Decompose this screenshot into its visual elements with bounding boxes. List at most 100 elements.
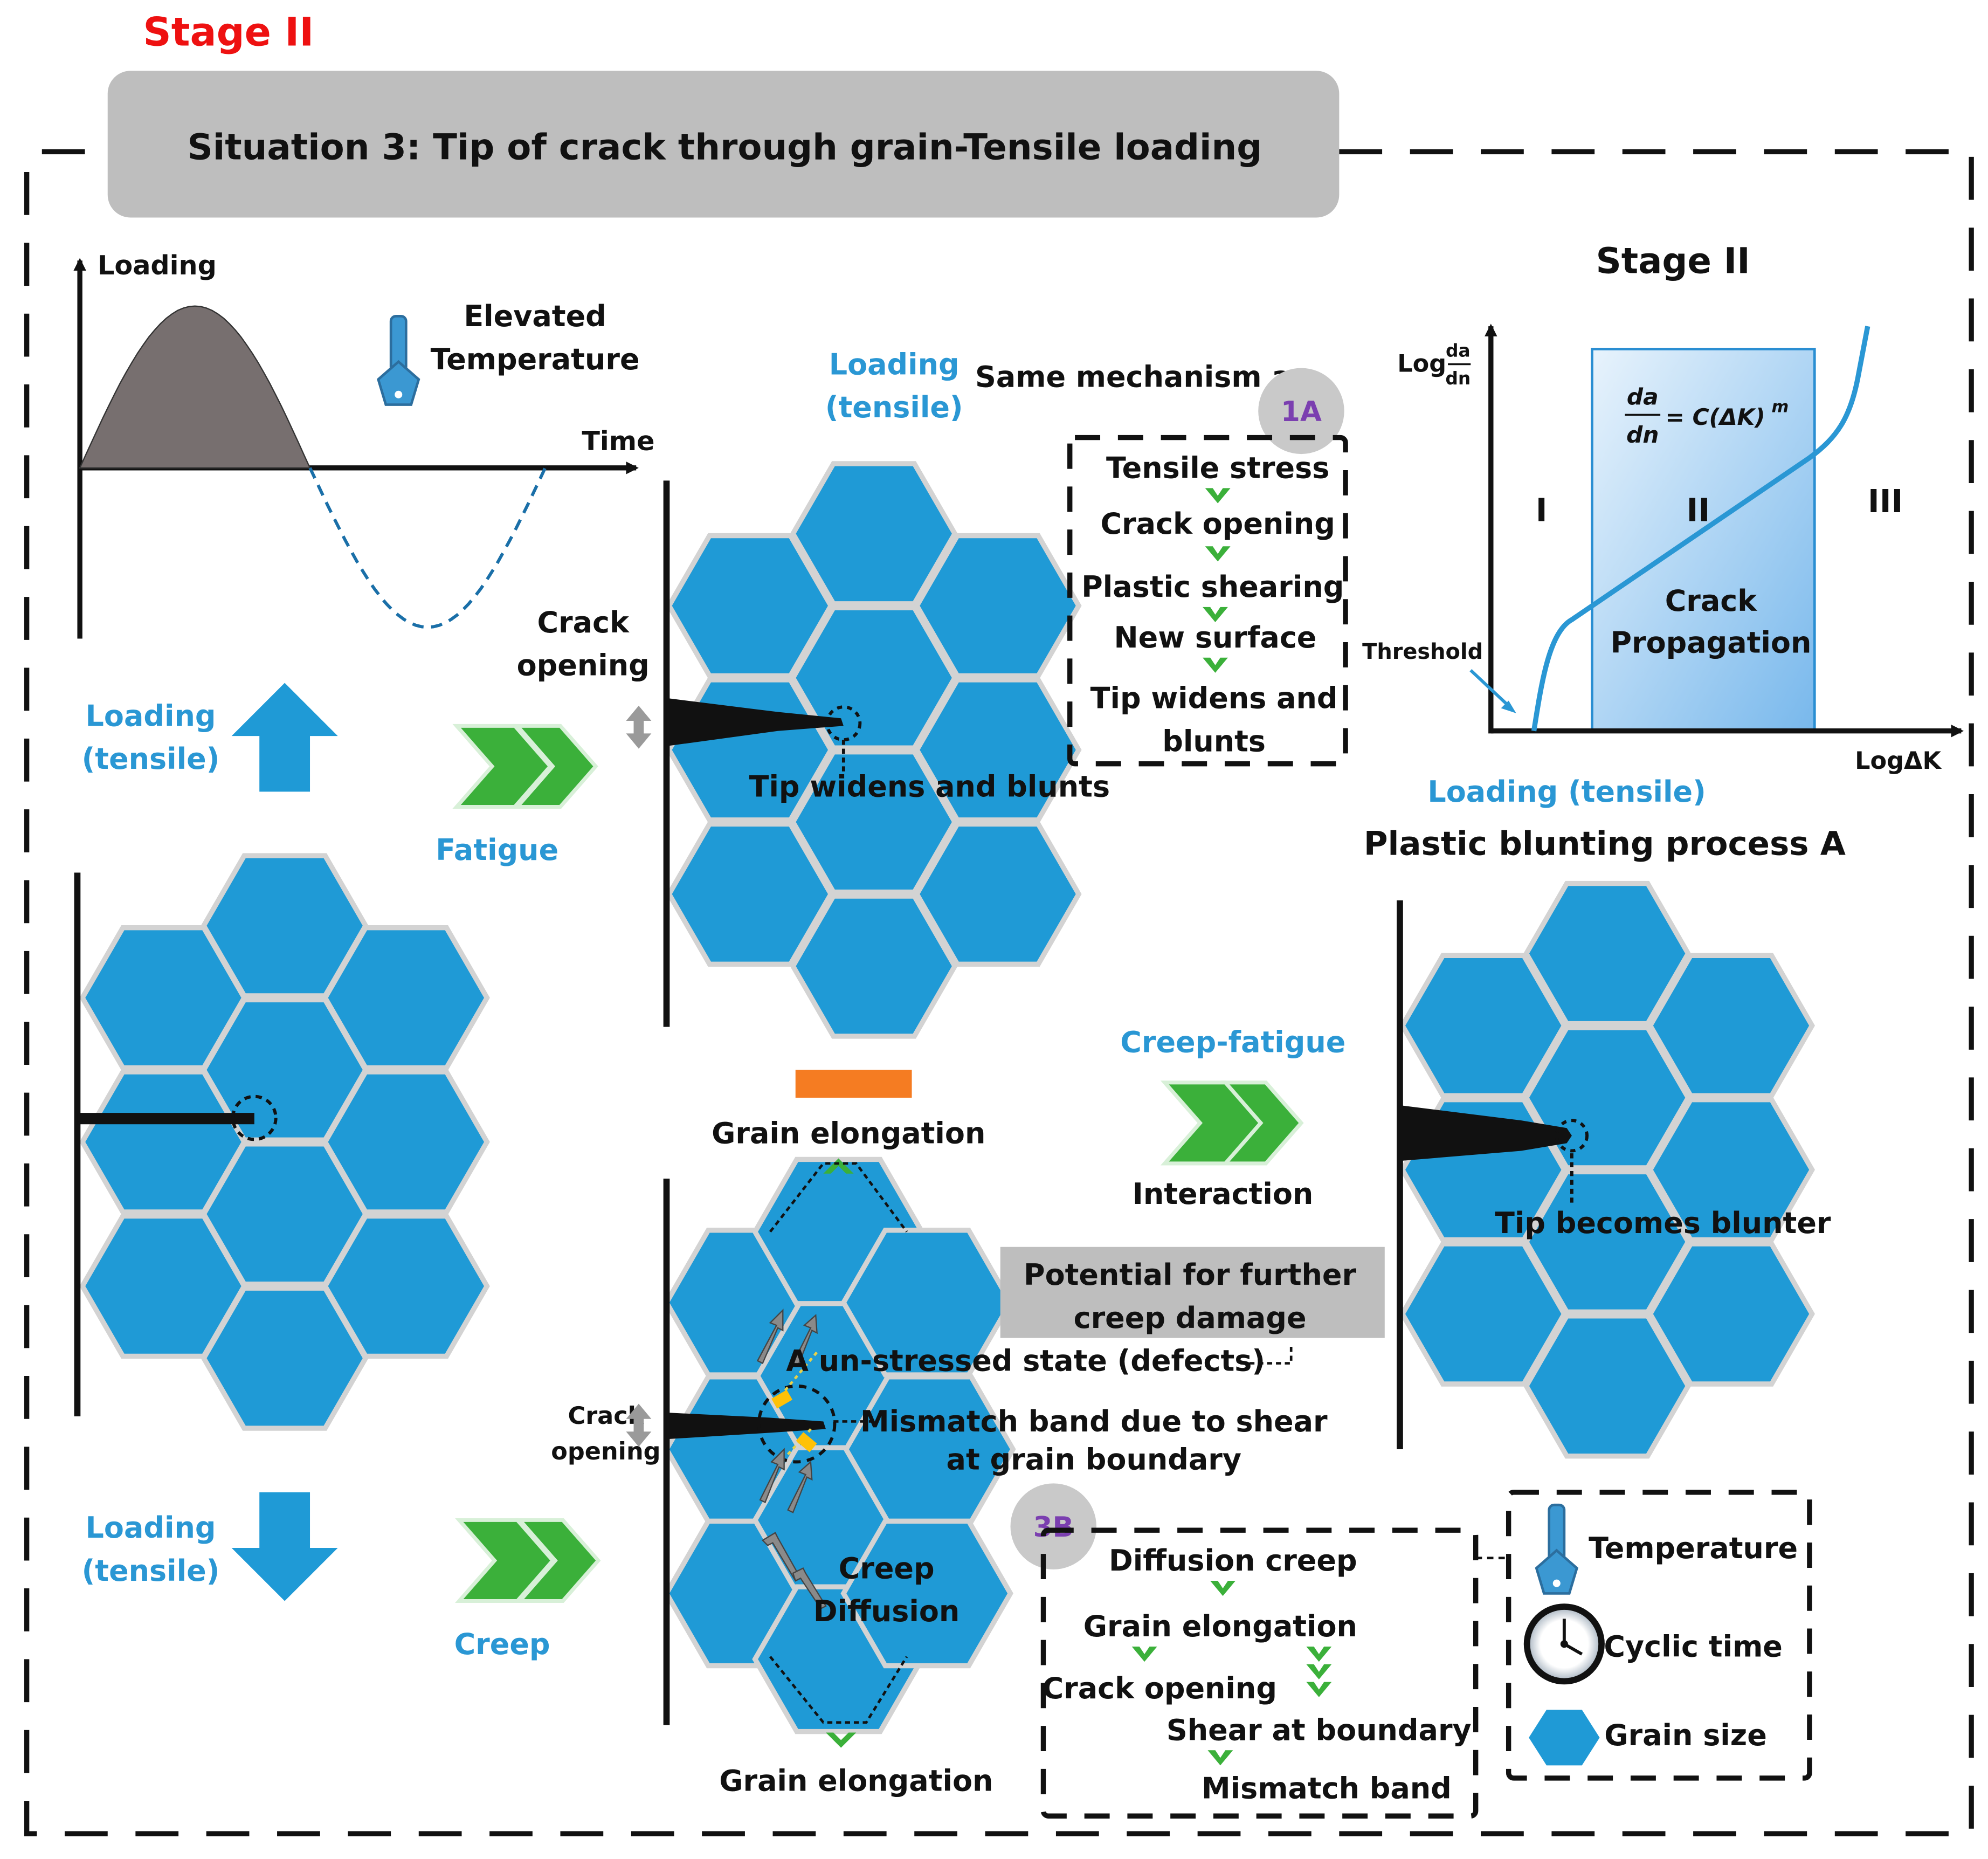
equation-da: da [1627,384,1659,410]
fatigue-loading-label: Loading [829,347,960,381]
step-tensile-stress: Tensile stress [1106,451,1329,485]
chevron-down-icon [1306,1664,1332,1679]
creep-double-arrow-icon [626,1403,652,1447]
stage-label: Stage II [143,10,314,55]
time-axis-label: Time [582,425,654,457]
clock-icon [1523,1603,1605,1685]
mismatch-zone-marker [757,1384,837,1464]
situation-title-box [107,71,1340,218]
potential-damage-label-2: creep damage [1074,1301,1307,1335]
creep-grain-cluster [664,1156,1016,1734]
step-blunts: blunts [1162,724,1266,758]
blunting-loading-label: Loading (tensile) [1427,775,1706,809]
chevron-down-icon [1131,1646,1157,1662]
unstressed-state-label: A un-stressed state (defects) [786,1344,1265,1378]
step-crack-opening: Crack opening [1100,507,1335,541]
initial-crack [77,1113,254,1125]
tensile-down-label: (tensile) [82,1554,220,1588]
crack-label: Crack [1665,584,1758,618]
region-iii-label: III [1868,483,1903,520]
grain-hexagon [322,1213,490,1359]
grain-hexagon [790,605,958,751]
y-axis-dn: dn [1445,368,1471,389]
outer-frame [24,149,1974,1836]
arrow-up-icon [231,683,338,792]
grain-hexagon [790,749,958,895]
paris-title: Stage II [1596,241,1750,282]
region-i-label: I [1536,492,1548,528]
chevron-down-icon [1205,546,1231,562]
fatigue-tensile-label: (tensile) [825,390,963,424]
legend-cyclic-time: Cyclic time [1604,1630,1782,1664]
creep-fatigue-label: Creep-fatigue [1120,1025,1345,1059]
grain-hexagon [914,821,1082,967]
grain-hexagon [322,1069,490,1215]
interaction-label: Interaction [1133,1177,1314,1211]
tensile-up-label: (tensile) [82,742,220,776]
grain-hexagon [790,461,958,607]
y-axis-da: da [1446,340,1471,361]
step-crack-opening-3b: Crack opening [1043,1671,1277,1705]
grain-hexagon [1523,1313,1692,1459]
equation-dn: dn [1626,422,1659,448]
creep-crack [666,1413,826,1440]
same-mechanism-label: Same mechanism as [975,360,1309,394]
elevated-label: Elevated [464,299,606,333]
equation-exp: m [1772,398,1789,417]
grain-hexagon [914,533,1082,679]
elongation-outline-top [769,1162,908,1233]
creep-chevron-icon [455,1518,601,1603]
threshold-label: Threshold [1362,639,1483,664]
fatigue-crack [666,698,844,746]
blunting-title: Plastic blunting process A [1364,825,1846,863]
elongation-down-chevron-icon [826,1732,857,1748]
step-tip-widens: Tip widens and [1090,681,1338,715]
step-mismatch-band: Mismatch band [1202,1771,1452,1805]
chevron-down-icon [1306,1646,1332,1662]
chevron-down-icons [1131,488,1332,1766]
grain-hexagon [1523,1169,1692,1314]
loading-axis-label: Loading [98,250,217,281]
fatigue-tip-label: Tip widens and blunts [749,770,1110,804]
badge-3b [1010,1483,1096,1569]
situation-title: Situation 3: Tip of crack through grain-… [187,127,1262,168]
grain-elongation-bottom-label: Grain elongation [719,1764,993,1798]
chevron-down-icon [1205,488,1231,504]
paris-curve [1531,326,1870,732]
grain-boundary-label: at grain boundary [947,1443,1241,1477]
arrow-down-icon [231,1492,338,1601]
chevron-down-icon [1207,1750,1233,1766]
creep-diffusion-label-2: Diffusion [813,1594,960,1628]
fatigue-opening-label: opening [517,649,650,683]
step-new-surface: New surface [1114,621,1317,655]
legend-box [1506,1490,1812,1781]
mismatch-band-label: Mismatch band due to shear [860,1404,1328,1438]
loading-up-label: Loading [86,699,216,733]
dislocation-marks [771,1350,819,1455]
creep-diffusion-label-1: Creep [839,1551,935,1585]
grain-hexagon [1647,1241,1816,1387]
elongation-up-chevron-icon [823,1158,854,1174]
temperature-label: Temperature [431,342,640,376]
compressive-load-trough [308,467,547,629]
potential-damage-box [1000,1247,1385,1338]
step-plastic-shearing: Plastic shearing [1081,570,1344,604]
creep-label: Creep [454,1627,550,1661]
hexagon-icon [1529,1710,1600,1766]
fatigue-grain-cluster [666,461,1082,1039]
y-axis-log: Log [1397,350,1446,378]
grain-hexagon [1399,1241,1568,1387]
chevron-down-icon [1306,1682,1332,1697]
step-shear-at-boundary: Shear at boundary [1166,1713,1472,1747]
initial-crack-tip-marker [231,1094,278,1141]
creep-opening-label: opening [551,1437,660,1465]
shear-arrows [756,1309,827,1610]
legend-grain-size: Grain size [1604,1718,1767,1752]
blunted-crack [1399,1105,1572,1161]
step-grain-elongation: Grain elongation [1083,1609,1357,1643]
thermometer-icon [1535,1503,1578,1595]
grain-hexagon [790,893,958,1039]
fatigue-chevron-icon [452,724,598,809]
propagation-label: Propagation [1610,625,1811,659]
